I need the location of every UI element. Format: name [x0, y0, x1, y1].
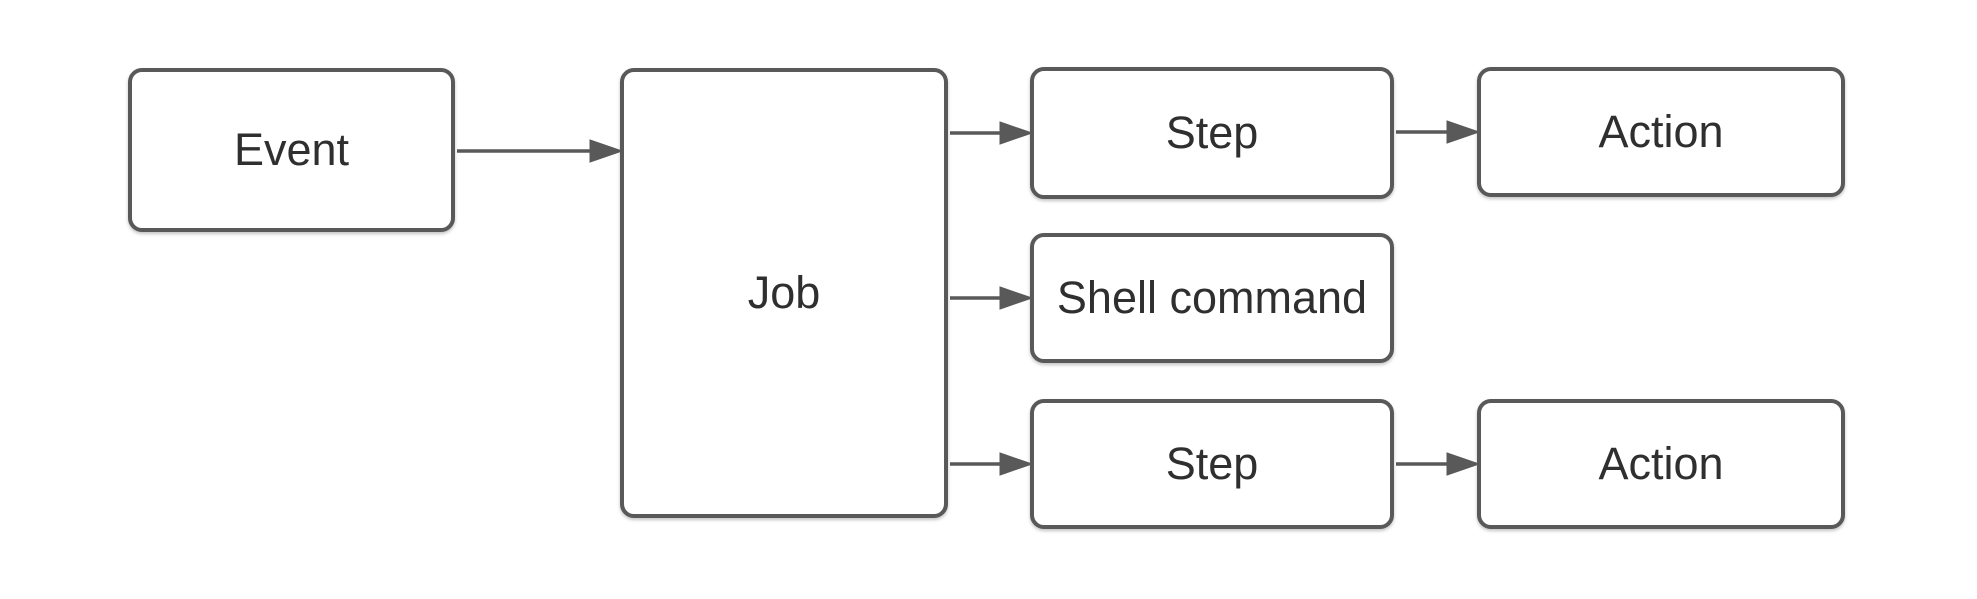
shell-command-node-label: Shell command: [1056, 272, 1368, 323]
arrow-step-bottom-to-action-bottom: [1396, 452, 1481, 476]
step-top-node-label: Step: [1165, 107, 1259, 158]
arrow-job-to-step-top: [950, 121, 1034, 145]
shell-command-node: Shell command: [1030, 233, 1394, 363]
arrow-job-to-step-bottom: [950, 452, 1034, 476]
step-bottom-node-label: Step: [1165, 438, 1259, 489]
step-top-node: Step: [1030, 67, 1394, 199]
action-bottom-node-label: Action: [1598, 438, 1724, 489]
arrow-step-top-to-action-top: [1396, 120, 1481, 144]
job-node-label: Job: [747, 267, 821, 318]
event-node-label: Event: [233, 124, 350, 175]
arrow-job-to-shell-command: [950, 286, 1034, 310]
action-bottom-node: Action: [1477, 399, 1845, 529]
action-top-node: Action: [1477, 67, 1845, 197]
step-bottom-node: Step: [1030, 399, 1394, 529]
event-node: Event: [128, 68, 455, 232]
arrow-event-to-job: [457, 139, 624, 163]
job-node: Job: [620, 68, 948, 518]
action-top-node-label: Action: [1598, 106, 1724, 157]
